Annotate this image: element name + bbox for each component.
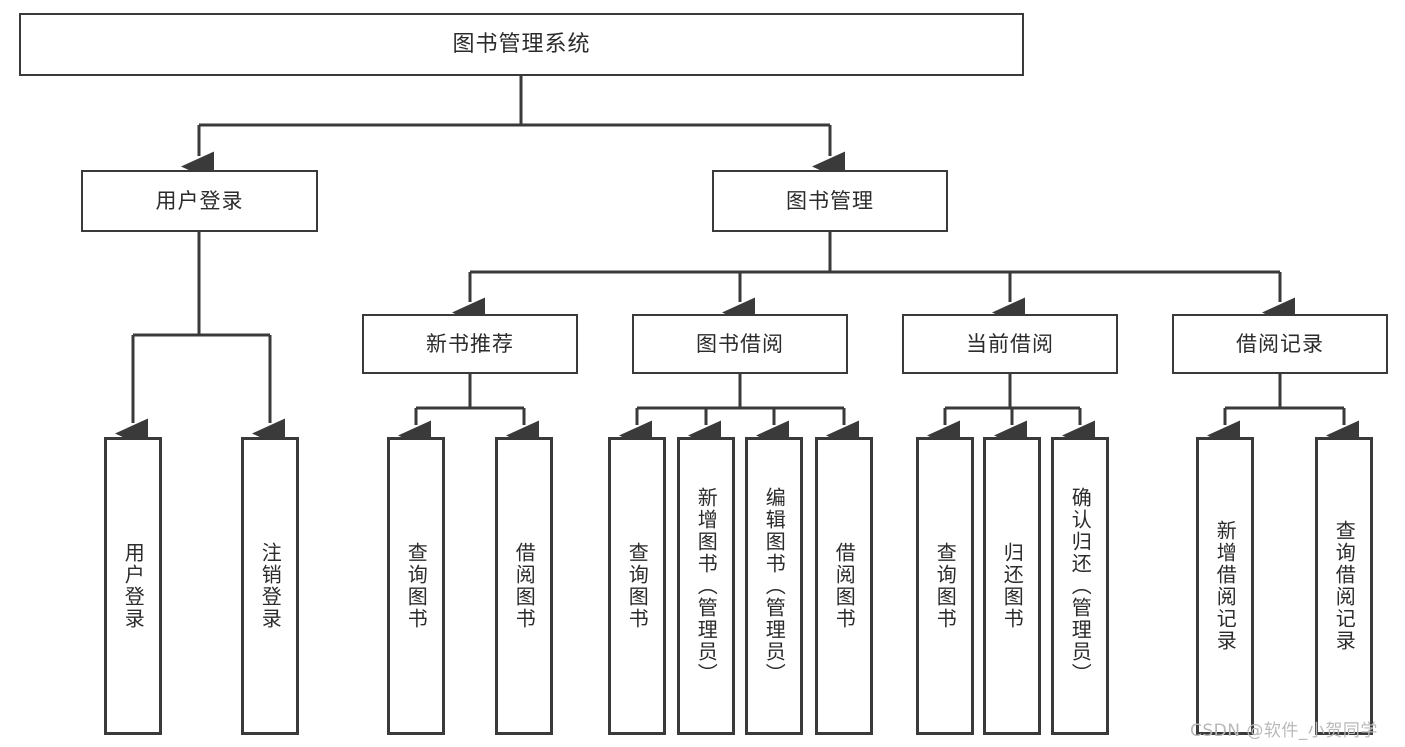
leaf-label: 查询图书 [625, 542, 650, 630]
leaf-query-borrow-record[interactable]: 查询借阅记录 [1315, 437, 1373, 735]
leaf-query-book-borrow[interactable]: 查询图书 [608, 437, 666, 735]
node-root-system[interactable]: 图书管理系统 [19, 13, 1024, 76]
leaf-return-book[interactable]: 归还图书 [983, 437, 1041, 735]
leaf-edit-book-admin[interactable]: 编辑图书（管理员） [745, 437, 803, 735]
leaf-add-book-admin[interactable]: 新增图书（管理员） [677, 437, 735, 735]
leaf-label: 确认归还（管理员） [1068, 487, 1093, 685]
node-book-borrow[interactable]: 图书借阅 [632, 314, 848, 374]
leaf-label: 查询借阅记录 [1332, 520, 1357, 652]
node-new-book-recommend[interactable]: 新书推荐 [362, 314, 578, 374]
leaf-borrow-book[interactable]: 借阅图书 [815, 437, 873, 735]
leaf-query-book-recommend[interactable]: 查询图书 [387, 437, 445, 735]
node-borrow-record[interactable]: 借阅记录 [1172, 314, 1388, 374]
leaf-label: 查询图书 [404, 542, 429, 630]
leaf-label: 编辑图书（管理员） [762, 487, 787, 685]
node-current-borrow[interactable]: 当前借阅 [902, 314, 1118, 374]
node-label: 图书管理系统 [452, 31, 591, 57]
leaf-user-logout[interactable]: 注销登录 [241, 437, 299, 735]
node-label: 图书借阅 [696, 331, 784, 356]
leaf-confirm-return-admin[interactable]: 确认归还（管理员） [1051, 437, 1109, 735]
leaf-label: 借阅图书 [512, 542, 537, 630]
leaf-label: 用户登录 [121, 542, 146, 630]
leaf-label: 注销登录 [258, 542, 283, 630]
leaf-label: 查询图书 [933, 542, 958, 630]
leaf-add-borrow-record[interactable]: 新增借阅记录 [1196, 437, 1254, 735]
node-label: 用户登录 [155, 188, 244, 213]
leaf-label: 归还图书 [1000, 542, 1025, 630]
node-book-management[interactable]: 图书管理 [712, 170, 948, 232]
leaf-label: 借阅图书 [832, 542, 857, 630]
leaf-user-login[interactable]: 用户登录 [104, 437, 162, 735]
node-label: 当前借阅 [966, 331, 1054, 356]
watermark-text: CSDN @软件_小贺同学 [1190, 721, 1378, 741]
leaf-borrow-book-recommend[interactable]: 借阅图书 [495, 437, 553, 735]
node-user-login[interactable]: 用户登录 [81, 170, 318, 232]
leaf-label: 新增借阅记录 [1213, 520, 1238, 652]
leaf-query-book-current[interactable]: 查询图书 [916, 437, 974, 735]
node-label: 新书推荐 [426, 331, 514, 356]
node-label: 借阅记录 [1236, 331, 1324, 356]
node-label: 图书管理 [786, 188, 874, 213]
leaf-label: 新增图书（管理员） [694, 487, 719, 685]
